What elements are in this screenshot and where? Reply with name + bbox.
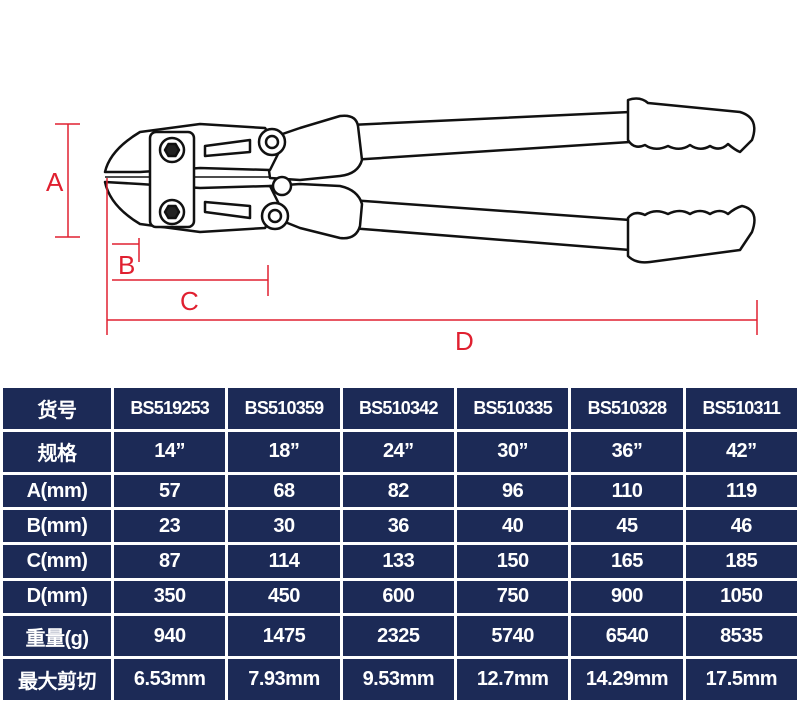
table-cell: 114 [228, 545, 340, 578]
upper-pivot-bolt-inner [264, 134, 280, 150]
table-cell: 12.7mm [456, 659, 569, 700]
bolt-cutter-diagram: A B C D [46, 97, 758, 356]
row-label: 货号 [3, 388, 111, 429]
table-cell: 30” [456, 431, 569, 473]
upper-arm-sleeve [263, 114, 364, 182]
table-cell: 36” [571, 431, 683, 473]
table-cell: 600 [342, 580, 454, 613]
table-cell: 82 [342, 475, 454, 508]
upper-handle-tube [348, 110, 632, 162]
table-cell: 96 [456, 475, 569, 508]
row-label: 最大剪切 [3, 659, 111, 700]
table-cell: 18” [228, 431, 340, 473]
table-cell: 7.93mm [228, 659, 340, 700]
table-cell: 14” [114, 431, 226, 473]
table-cell: 45 [571, 510, 683, 543]
table-cell: BS519253 [114, 388, 226, 429]
table-cell: BS510328 [571, 388, 683, 429]
dim-label-c: C [180, 286, 199, 316]
dim-label-b: B [118, 250, 135, 280]
table-row: D(mm) 350 450 600 750 900 1050 [3, 580, 797, 613]
row-label: 重量(g) [3, 615, 111, 657]
row-label: B(mm) [3, 510, 111, 543]
upper-grip [626, 97, 756, 154]
lower-handle-tube [348, 198, 632, 252]
lower-slot [203, 200, 252, 220]
table-cell: 42” [685, 431, 797, 473]
row-label: 规格 [3, 431, 111, 473]
table-cell: 24” [342, 431, 454, 473]
table-cell: 6.53mm [114, 659, 226, 700]
row-label: A(mm) [3, 475, 111, 508]
row-label: D(mm) [3, 580, 111, 613]
bolt-cutter-illustration [103, 97, 756, 264]
center-pivot [271, 175, 293, 197]
table-row: A(mm) 57 68 82 96 110 119 [3, 475, 797, 508]
table-cell: 36 [342, 510, 454, 543]
lower-pivot-bolt-inner [267, 208, 283, 224]
table-cell: 5740 [456, 615, 569, 657]
table-cell: BS510335 [456, 388, 569, 429]
spec-table: 货号 BS519253 BS510359 BS510342 BS510335 B… [0, 385, 800, 703]
upper-plate-bolt-hex [163, 142, 181, 158]
table-cell: 14.29mm [571, 659, 683, 700]
upper-slot [203, 138, 252, 158]
table-cell: BS510311 [685, 388, 797, 429]
table-cell: 150 [456, 545, 569, 578]
lower-plate-bolt-hex [163, 204, 181, 220]
lower-arm-sleeve [263, 182, 364, 240]
table-cell: 40 [456, 510, 569, 543]
table-cell: 57 [114, 475, 226, 508]
table-cell: 450 [228, 580, 340, 613]
table-cell: 1475 [228, 615, 340, 657]
table-cell: 185 [685, 545, 797, 578]
table-cell: 110 [571, 475, 683, 508]
table-row: B(mm) 23 30 36 40 45 46 [3, 510, 797, 543]
dim-label-a: A [46, 167, 64, 197]
table-row: 规格 14” 18” 24” 30” 36” 42” [3, 431, 797, 473]
table-row: 货号 BS519253 BS510359 BS510342 BS510335 B… [3, 388, 797, 429]
table-cell: 87 [114, 545, 226, 578]
table-cell: 750 [456, 580, 569, 613]
dimension-lines [55, 123, 758, 335]
table-cell: 23 [114, 510, 226, 543]
table-cell: 350 [114, 580, 226, 613]
lower-grip [626, 204, 756, 264]
table-cell: 8535 [685, 615, 797, 657]
table-cell: 68 [228, 475, 340, 508]
table-cell: 6540 [571, 615, 683, 657]
table-row: 最大剪切 6.53mm 7.93mm 9.53mm 12.7mm 14.29mm… [3, 659, 797, 700]
table-cell: 1050 [685, 580, 797, 613]
table-cell: 900 [571, 580, 683, 613]
table-cell: 30 [228, 510, 340, 543]
table-cell: 9.53mm [342, 659, 454, 700]
row-label: C(mm) [3, 545, 111, 578]
table-cell: 133 [342, 545, 454, 578]
table-cell: 46 [685, 510, 797, 543]
table-cell: BS510359 [228, 388, 340, 429]
table-cell: 165 [571, 545, 683, 578]
table-cell: 119 [685, 475, 797, 508]
table-cell: 940 [114, 615, 226, 657]
table-row: C(mm) 87 114 133 150 165 185 [3, 545, 797, 578]
table-cell: 2325 [342, 615, 454, 657]
table-cell: 17.5mm [685, 659, 797, 700]
dim-label-d: D [455, 326, 474, 356]
table-cell: BS510342 [342, 388, 454, 429]
table-row: 重量(g) 940 1475 2325 5740 6540 8535 [3, 615, 797, 657]
